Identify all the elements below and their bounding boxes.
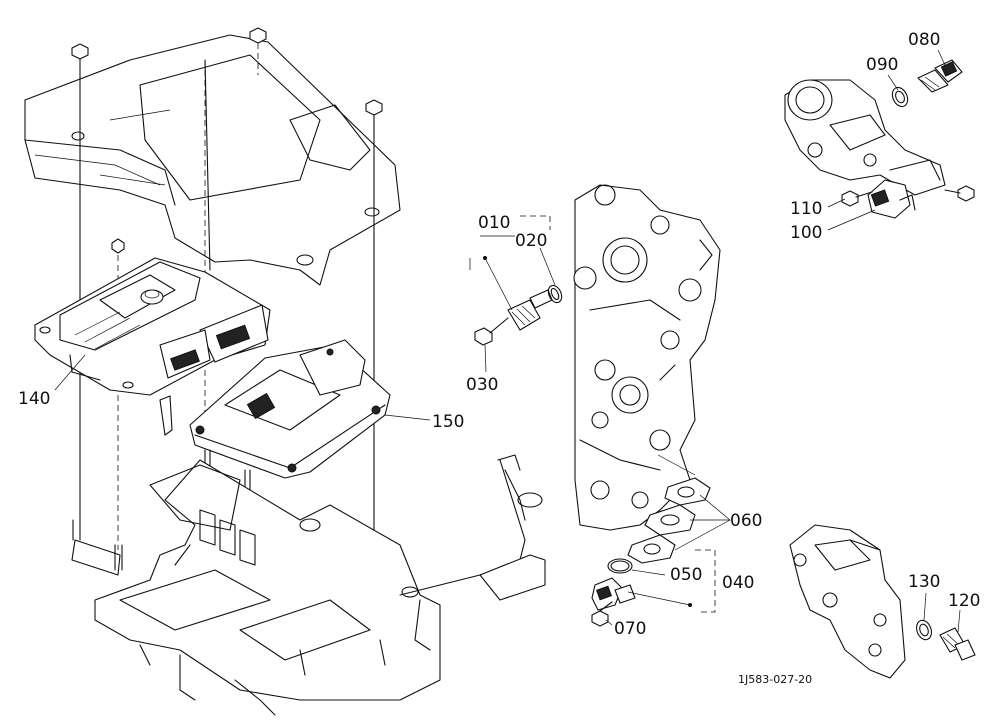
cover-nut-right: [365, 99, 383, 601]
oring-020: [547, 284, 563, 304]
callout-140: 140: [18, 389, 50, 409]
callout-030: 030: [466, 375, 498, 395]
washer-090: [891, 86, 909, 108]
callout-010: 010: [478, 213, 510, 233]
callout-070: 070: [614, 619, 646, 639]
callout-labels: 010 020 030 040 050 060 070 080 090 100 …: [18, 30, 980, 686]
top-cover: [24, 34, 401, 286]
callout-060: 060: [730, 511, 762, 531]
washer-130: [916, 619, 932, 641]
callout-040: 040: [722, 573, 754, 593]
bolt-right: [944, 185, 975, 202]
ecu-unit: [34, 238, 271, 396]
callout-150: 150: [432, 412, 464, 432]
callout-130: 130: [908, 572, 940, 592]
callout-020: 020: [515, 231, 547, 251]
leader-lines: [54, 49, 961, 633]
cover-nut-left: [71, 43, 89, 521]
diagram-code: 1J583-027-20: [738, 673, 812, 686]
callout-050: 050: [670, 565, 702, 585]
callout-110: 110: [790, 199, 822, 219]
lower-frame: [71, 454, 546, 716]
sensor-040: [591, 577, 636, 611]
gasket-060: [627, 454, 711, 564]
housing-lower-right: [789, 524, 906, 679]
sensor-120: [939, 627, 976, 661]
bolt-030: [474, 317, 509, 346]
engine-block: [573, 184, 721, 531]
sensor-100: [867, 179, 916, 219]
sensor-010: [507, 289, 553, 331]
sensor-080: [917, 59, 963, 93]
mounting-plate: [159, 339, 391, 479]
thermostat-housing: [784, 79, 946, 196]
callout-080: 080: [908, 30, 940, 50]
callout-100: 100: [790, 223, 822, 243]
oring-050: [607, 558, 633, 574]
cover-nut-middle: [249, 27, 267, 75]
callout-120: 120: [948, 591, 980, 611]
callout-090: 090: [866, 55, 898, 75]
bolt-110: [841, 190, 873, 207]
